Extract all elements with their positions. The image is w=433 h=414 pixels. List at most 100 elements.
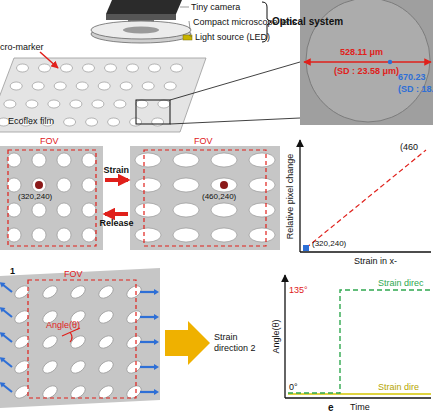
micro-marker bbox=[82, 153, 96, 167]
figure-label: Angle(θ) bbox=[271, 319, 282, 353]
micro-marker bbox=[105, 64, 117, 72]
figure-label: 1 bbox=[10, 266, 15, 277]
lens-symbol bbox=[91, 21, 191, 39]
arrow-head bbox=[0, 282, 5, 287]
micro-marker bbox=[135, 153, 161, 167]
micro-marker bbox=[7, 178, 21, 192]
arrow-head bbox=[0, 307, 5, 312]
strain-arrow bbox=[140, 291, 156, 293]
micro-marker bbox=[142, 82, 154, 90]
micro-marker bbox=[82, 228, 96, 242]
micro-marker bbox=[249, 228, 275, 242]
ecoflex-film bbox=[0, 58, 206, 132]
micro-marker bbox=[135, 228, 161, 242]
micro-marker bbox=[32, 82, 44, 90]
micro-marker bbox=[249, 178, 275, 192]
micro-marker bbox=[57, 153, 71, 167]
step-chart bbox=[288, 290, 431, 393]
step-chart bbox=[284, 275, 285, 398]
micro-marker bbox=[173, 203, 199, 217]
figure-label: Ecoflex film bbox=[8, 116, 54, 127]
figure-label: (SD : 23.58 μm) bbox=[334, 66, 399, 77]
figure-label: cro-marker bbox=[0, 42, 44, 53]
edge-label: Release bbox=[100, 218, 134, 229]
figure-label: 135° bbox=[289, 285, 308, 296]
line-chart bbox=[300, 251, 431, 252]
leader-line bbox=[189, 35, 192, 37]
panel-note: Angle(θ) bbox=[46, 320, 80, 331]
strain-arrow bbox=[140, 366, 156, 368]
micro-marker bbox=[64, 118, 76, 126]
arrow-head bbox=[154, 389, 159, 395]
panel-note: (460,240) bbox=[202, 191, 236, 202]
panel-art bbox=[0, 268, 160, 408]
micro-marker bbox=[164, 82, 176, 90]
arrow-head bbox=[154, 339, 159, 345]
panel-title: FOV bbox=[40, 136, 59, 147]
led-symbol bbox=[183, 35, 192, 40]
arrow-head bbox=[0, 357, 5, 362]
micro-marker bbox=[69, 358, 88, 375]
micro-marker bbox=[249, 153, 275, 167]
micro-marker bbox=[82, 178, 96, 192]
step-chart bbox=[285, 275, 431, 398]
micro-marker bbox=[211, 203, 237, 217]
micro-marker bbox=[86, 118, 98, 126]
micro-marker bbox=[173, 153, 199, 167]
micro-marker bbox=[97, 358, 116, 375]
center-dot bbox=[220, 181, 228, 189]
camera-symbol bbox=[106, 0, 182, 14]
micro-marker bbox=[57, 228, 71, 242]
micro-marker bbox=[171, 64, 183, 72]
micro-marker bbox=[57, 203, 71, 217]
micro-marker bbox=[32, 203, 46, 217]
micro-marker bbox=[120, 82, 132, 90]
figure-label: Time bbox=[350, 402, 370, 413]
micro-marker bbox=[32, 178, 46, 192]
micro-marker bbox=[136, 100, 148, 108]
step-chart bbox=[288, 393, 431, 395]
micro-marker bbox=[76, 82, 88, 90]
pointer-arrow bbox=[40, 52, 58, 68]
micro-marker bbox=[70, 100, 82, 108]
figure-label: (SD : 18. bbox=[398, 84, 433, 95]
micro-marker bbox=[48, 100, 60, 108]
arrow-head bbox=[154, 364, 159, 370]
micro-marker bbox=[41, 333, 60, 350]
micrograph bbox=[388, 60, 392, 64]
leader-line bbox=[189, 21, 190, 29]
fov-panel: FOV(320,240) bbox=[0, 146, 103, 250]
figure-label: (460 bbox=[400, 142, 418, 153]
micro-marker bbox=[149, 64, 161, 72]
micro-marker bbox=[211, 228, 237, 242]
arrow-head bbox=[154, 314, 159, 320]
fov-panel: FOVAngle(θ) bbox=[0, 268, 160, 408]
strained-film bbox=[0, 268, 160, 408]
micro-marker bbox=[108, 118, 120, 126]
fov-panel: FOV(460,240) bbox=[130, 146, 280, 250]
strain-arrow bbox=[140, 391, 156, 393]
micro-marker bbox=[173, 228, 199, 242]
micro-marker bbox=[26, 100, 38, 108]
block-arrow bbox=[165, 321, 210, 365]
line-chart bbox=[300, 140, 431, 252]
micro-marker bbox=[211, 178, 237, 192]
figure-label: Strain dire bbox=[378, 382, 419, 393]
arrow-head bbox=[0, 332, 5, 337]
figure-label: Strain direction 2 bbox=[214, 332, 272, 354]
figure-label: Strain direc bbox=[378, 278, 424, 289]
ecoflex-film bbox=[0, 58, 300, 132]
line-chart bbox=[299, 140, 300, 252]
micro-marker bbox=[135, 178, 161, 192]
micro-marker bbox=[4, 100, 16, 108]
figure-label: Relative pixel change bbox=[285, 153, 296, 239]
ecoflex-film bbox=[136, 100, 170, 124]
ecoflex-film bbox=[0, 64, 182, 126]
micro-marker bbox=[41, 283, 60, 300]
micro-marker bbox=[249, 203, 275, 217]
step-chart bbox=[285, 397, 431, 398]
micro-marker bbox=[127, 64, 139, 72]
micro-marker bbox=[211, 153, 237, 167]
micro-marker bbox=[17, 64, 29, 72]
